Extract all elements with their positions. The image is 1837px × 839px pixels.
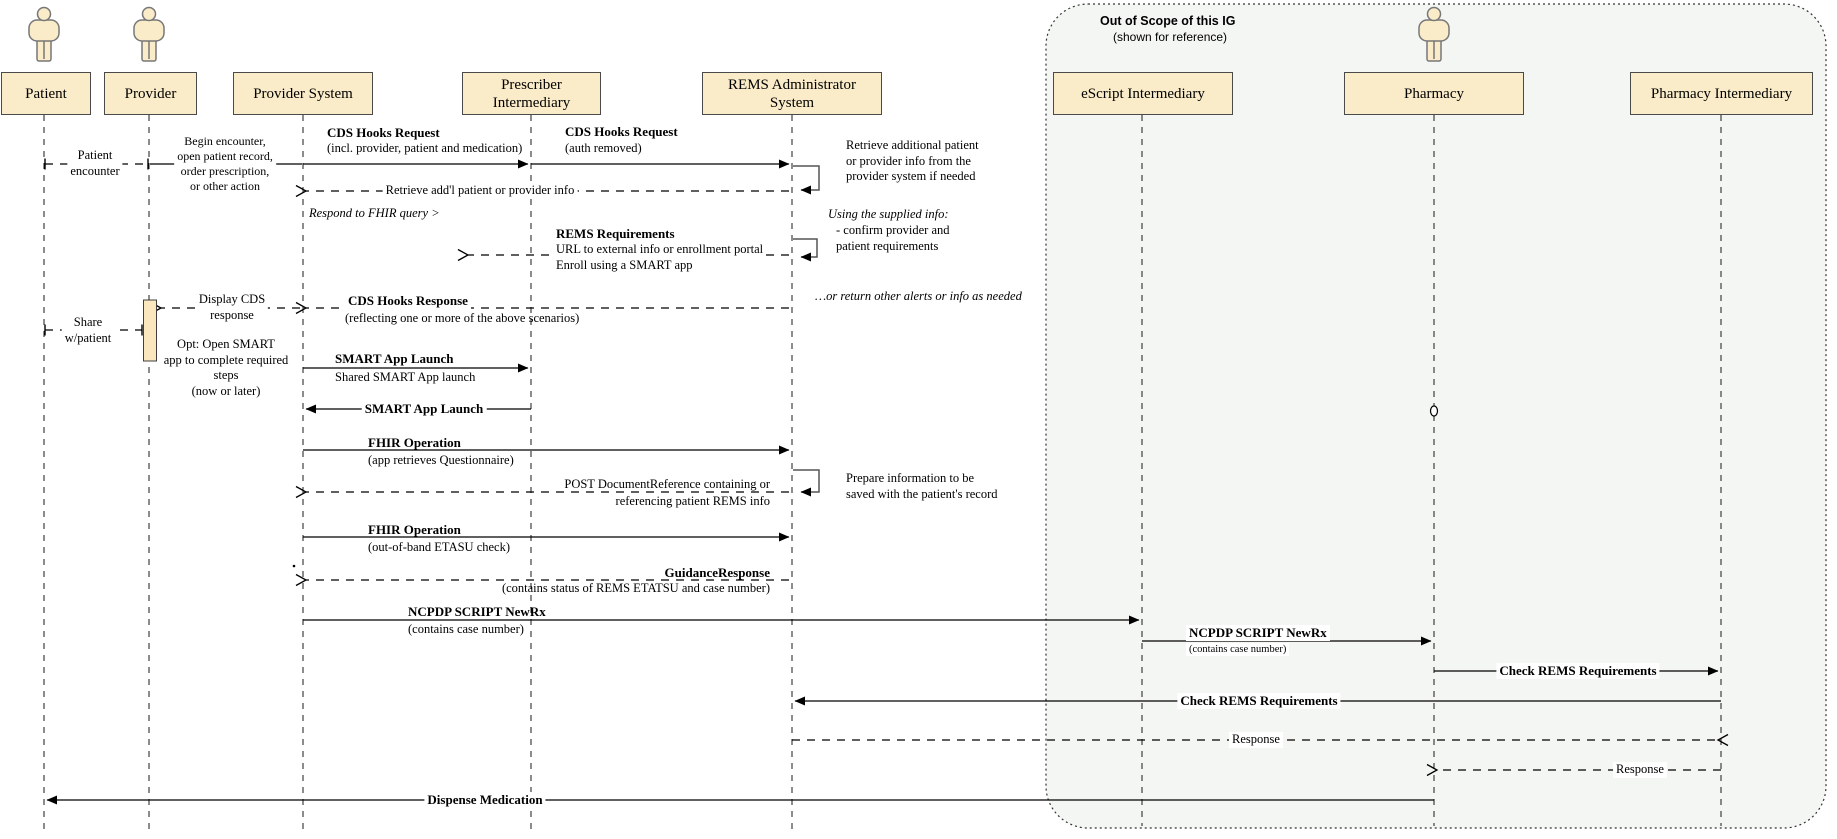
label-begin-encounter: Begin encounter, open patient record, or… [174,134,276,194]
stray-dot [292,564,296,568]
label-post-documentreference-2: referencing patient REMS info [615,494,770,508]
label-ncpdp-newrx-2-detail: (contains case number) [1186,643,1290,656]
label-cds-hooks-request-2-title: CDS Hooks Request [565,124,678,139]
label-response-2: Response [1613,762,1667,778]
label-retrieve-addl: Retrieve add'l patient or provider info [382,183,578,199]
self-message-prepare-information [793,469,820,497]
note-using-supplied: Using the supplied info: [828,207,949,221]
note-prepare-information: Prepare information to be saved with the… [846,471,998,501]
label-post-documentreference-1: POST DocumentReference containing or [564,477,770,491]
actor-box-rems-admin: REMS Administrator System [702,72,882,115]
label-guidance-response-detail: (contains status of REMS ETATSU and case… [501,581,770,595]
out-of-scope-title: Out of Scope of this IG [1100,14,1236,28]
actor-box-provider: Provider [104,72,197,115]
label-cds-hooks-request-2-detail: (auth removed) [565,141,642,155]
label-rems-requirements-title: REMS Requirements [556,226,675,241]
label-response-1: Response [1229,732,1283,748]
actor-label: Prescriber Intermediary [492,76,571,111]
label-cds-hooks-response-detail: (reflecting one or more of the above sce… [345,311,580,325]
label-ncpdp-newrx-1-title: NCPDP SCRIPT NewRx [408,604,546,619]
actor-label: Provider System [253,85,353,102]
note-confirm-provider: - confirm provider and patient requireme… [836,223,950,253]
self-message-confirm-requirements [793,238,818,262]
actor-label: Pharmacy Intermediary [1650,85,1793,102]
actor-box-provider-system: Provider System [233,72,373,115]
label-ncpdp-newrx-1-detail: (contains case number) [408,622,524,636]
activation-bar-provider [143,299,157,362]
label-display-cds-response: Display CDS response [195,292,269,323]
label-respond-fhir-query: Respond to FHIR query > [309,206,440,220]
label-check-rems-1: Check REMS Requirements [1496,663,1660,679]
label-cds-hooks-request-1-title: CDS Hooks Request [327,125,440,140]
actor-box-pharmacy-intermediary: Pharmacy Intermediary [1630,72,1813,115]
actor-label: REMS Administrator System [728,76,856,111]
person-icon-provider [133,6,165,62]
actor-box-pharmacy: Pharmacy [1344,72,1524,115]
actor-label: Pharmacy [1404,85,1464,102]
label-opt-open-smart: Opt: Open SMART app to complete required… [163,337,289,398]
label-fhir-operation-2-detail: (out-of-band ETASU check) [368,540,511,554]
person-icon-patient [28,6,60,62]
actor-label: eScript Intermediary [1081,85,1205,102]
label-dispense-medication: Dispense Medication [424,792,546,808]
label-ncpdp-newrx-2-title: NCPDP SCRIPT NewRx [1186,625,1330,641]
actor-label: Patient [25,85,67,102]
label-fhir-operation-2-title: FHIR Operation [368,522,461,537]
label-fhir-operation-1-detail: (app retrieves Questionnaire) [368,453,514,467]
label-cds-hooks-request-1-detail: (incl. provider, patient and medication) [327,141,523,155]
label-check-rems-2: Check REMS Requirements [1177,693,1341,709]
actor-box-escript-intermediary: eScript Intermediary [1053,72,1233,115]
note-or-return-alerts: …or return other alerts or info as neede… [815,289,1022,303]
label-cds-hooks-response-title: CDS Hooks Response [345,293,471,309]
person-icon-pharmacy [1418,6,1450,62]
actor-box-prescriber-intermediary: Prescriber Intermediary [462,72,601,115]
label-rems-requirements-detail: URL to external info or enrollment porta… [556,242,764,273]
out-of-scope-region [1045,3,1827,829]
label-smart-app-launch-1-title: SMART App Launch [335,351,454,366]
label-smart-app-launch-1-detail: Shared SMART App launch [335,370,476,384]
label-smart-app-launch-2: SMART App Launch [361,401,487,417]
out-of-scope-subtitle: (shown for reference) [1113,30,1228,44]
self-message-retrieve-info [793,165,820,195]
lifeline-node-circle [1429,405,1439,417]
note-retrieve-additional: Retrieve additional patient or provider … [846,138,979,183]
label-guidance-response-title: GuidanceResponse [664,565,770,580]
actor-box-patient: Patient [1,72,91,115]
label-fhir-operation-1-title: FHIR Operation [368,435,461,450]
label-patient-encounter: Patient encounter [67,148,123,179]
actor-label: Provider [124,85,177,102]
label-share-w-patient: Share w/patient [61,315,115,346]
